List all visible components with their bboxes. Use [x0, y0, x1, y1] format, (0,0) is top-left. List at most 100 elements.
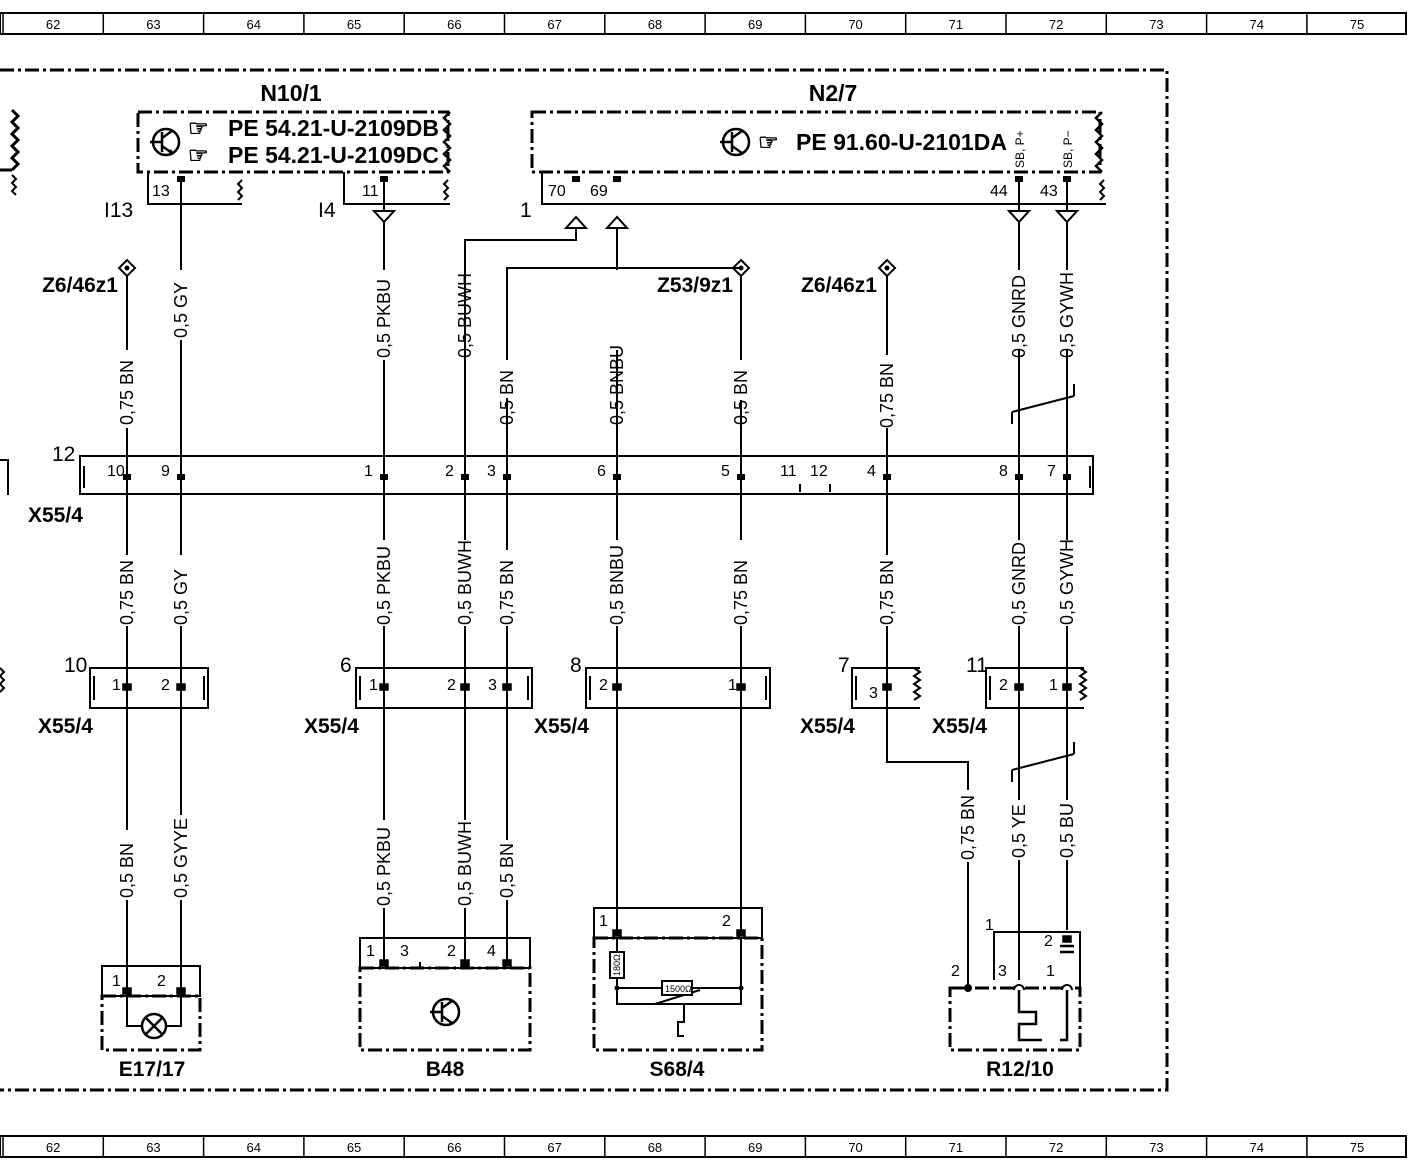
component-pin	[736, 929, 746, 937]
pin-sockets	[177, 176, 1071, 182]
component-e17-17[interactable]: 1 2 E17/17	[100, 965, 202, 1081]
wire-label: 0,5 BUWH	[455, 821, 475, 906]
n10-1-pins	[147, 172, 450, 205]
ruler-label: 64	[247, 1140, 261, 1155]
module-n10-1[interactable]: N10/1 ☞ ☞ PE 54.21-U-2109DB PE 54.21-U-2…	[136, 80, 452, 174]
signal-sb-pplus: SB, P+	[1013, 130, 1027, 168]
bus-pin-label: 11	[780, 463, 797, 480]
wire-label: 0,75 BN	[731, 560, 751, 625]
bus-number: 12	[52, 443, 75, 466]
pin-43: 43	[1040, 183, 1058, 200]
connector-pin	[1062, 683, 1072, 691]
module-n10-1-id: N10/1	[260, 80, 322, 106]
signal-sb-pminus: SB, P−	[1061, 130, 1075, 168]
pin-70: 70	[548, 183, 566, 200]
bus-pin	[503, 474, 511, 480]
pin: 2	[157, 973, 166, 990]
wire-label: 0,5 GY	[171, 282, 191, 338]
pin: 2	[447, 943, 456, 960]
connector-7[interactable]	[851, 667, 922, 709]
ruler-label: 65	[347, 1140, 361, 1155]
wire-label: 0,5 BU	[1057, 803, 1077, 858]
bus-pin-label: 1	[364, 463, 373, 480]
component-s68-4[interactable]: 180Ω 1500Ω 1 2 S68/4	[592, 907, 764, 1081]
connector-6[interactable]	[355, 667, 533, 709]
bus-pin-label: 4	[867, 463, 876, 480]
pin: 2	[951, 963, 960, 980]
connector-11[interactable]	[985, 667, 1088, 709]
wire-label: 0,5 GNRD	[1009, 275, 1029, 358]
wire-label: 0,75 BN	[877, 363, 897, 428]
component-r12-10[interactable]: 2 3 1 2 1 R12/10	[948, 917, 1082, 1081]
module-n10-1-ref-2: PE 54.21-U-2109DC	[228, 142, 439, 168]
component-pin	[612, 929, 622, 937]
ruler-label: 62	[46, 17, 60, 32]
pin: 1	[112, 677, 121, 694]
wire-label: 0,75 BN	[497, 560, 517, 625]
ruler-label: 75	[1350, 1140, 1364, 1155]
pointer-icon: ☞	[188, 115, 209, 141]
pin: 2	[999, 677, 1008, 694]
wire-label: 0,5 BNBU	[607, 345, 627, 425]
squiggle	[1094, 111, 1104, 173]
connector-8-num: 8	[570, 654, 582, 677]
wire-label: 0,5 GY	[171, 569, 191, 625]
ruler-label: 73	[1149, 1140, 1163, 1155]
connector-10[interactable]	[89, 667, 209, 709]
ground-points: Z6/46z1 Z53/9z1 Z6/46z1	[42, 258, 897, 297]
wire-labels-upper: 0,75 BN 0,5 GY 0,5 PKBU 0,5 BUWH 0,5 BN …	[117, 272, 1077, 428]
bus-pin-label: 12	[810, 463, 828, 480]
connector-pin	[1014, 683, 1024, 691]
wire-label: 0,5 BN	[497, 370, 517, 425]
module-n2-7[interactable]: N2/7 ☞ PE 91.60-U-2101DA SB, P+ SB, P−	[530, 80, 1104, 174]
wire-label: 0,5 GNRD	[1009, 542, 1029, 625]
bus-pin	[380, 474, 388, 480]
ground-z6-46z1-left: Z6/46z1	[42, 274, 118, 297]
pin: 3	[400, 943, 409, 960]
connector-pin	[460, 683, 470, 691]
lamp-icon	[140, 1012, 168, 1040]
pin-11: 11	[362, 183, 379, 200]
bus-pin-label: 10	[107, 463, 125, 480]
pointer-icon: ☞	[758, 129, 779, 155]
connector-8[interactable]	[585, 667, 771, 709]
connector-pin	[176, 683, 186, 691]
connector-10-id: X55/4	[38, 715, 93, 738]
wire-label: 0,75 BN	[877, 560, 897, 625]
pin-69: 69	[590, 183, 608, 200]
bus-pin	[1063, 474, 1071, 480]
module-n2-7-id: N2/7	[809, 80, 858, 106]
box-label: 1	[985, 917, 994, 934]
ruler-label: 67	[547, 17, 561, 32]
bus-pin	[613, 474, 621, 480]
bus-pin	[737, 474, 745, 480]
pin: 2	[722, 913, 731, 930]
bus-id: X55/4	[28, 504, 83, 527]
connector-7-num: 7	[838, 654, 850, 677]
component-b48[interactable]: 1 3 2 4 B48	[358, 937, 532, 1081]
bus-pin-label: 3	[487, 463, 496, 480]
bus-pin	[1015, 474, 1023, 480]
wire-label: 0,5 PKBU	[374, 546, 394, 625]
wire-labels-lower: 0,5 BN 0,5 GYYE 0,5 PKBU 0,5 BUWH 0,5 BN…	[117, 795, 1077, 906]
connector-10-num: 10	[64, 654, 87, 677]
resistor-icon: 180Ω 1500Ω	[609, 951, 693, 996]
wire-label: 0,75 BN	[958, 795, 978, 860]
pointer-icon: ☞	[188, 142, 209, 168]
ruler-label: 66	[447, 1140, 461, 1155]
ruler-label: 69	[748, 17, 762, 32]
ruler-label: 63	[146, 1140, 160, 1155]
component-r12-10-id: R12/10	[986, 1058, 1054, 1081]
component-e17-17-id: E17/17	[119, 1058, 186, 1081]
ground-z53-9z1: Z53/9z1	[657, 274, 733, 297]
ruler-label: 71	[949, 1140, 963, 1155]
ruler-label: 74	[1250, 1140, 1264, 1155]
wire-label: 0,5 BUWH	[455, 273, 475, 358]
connector-7-id: X55/4	[800, 715, 855, 738]
bus-pin-label: 2	[445, 463, 454, 480]
ruler-label: 72	[1049, 1140, 1063, 1155]
ruler-label: 67	[547, 1140, 561, 1155]
